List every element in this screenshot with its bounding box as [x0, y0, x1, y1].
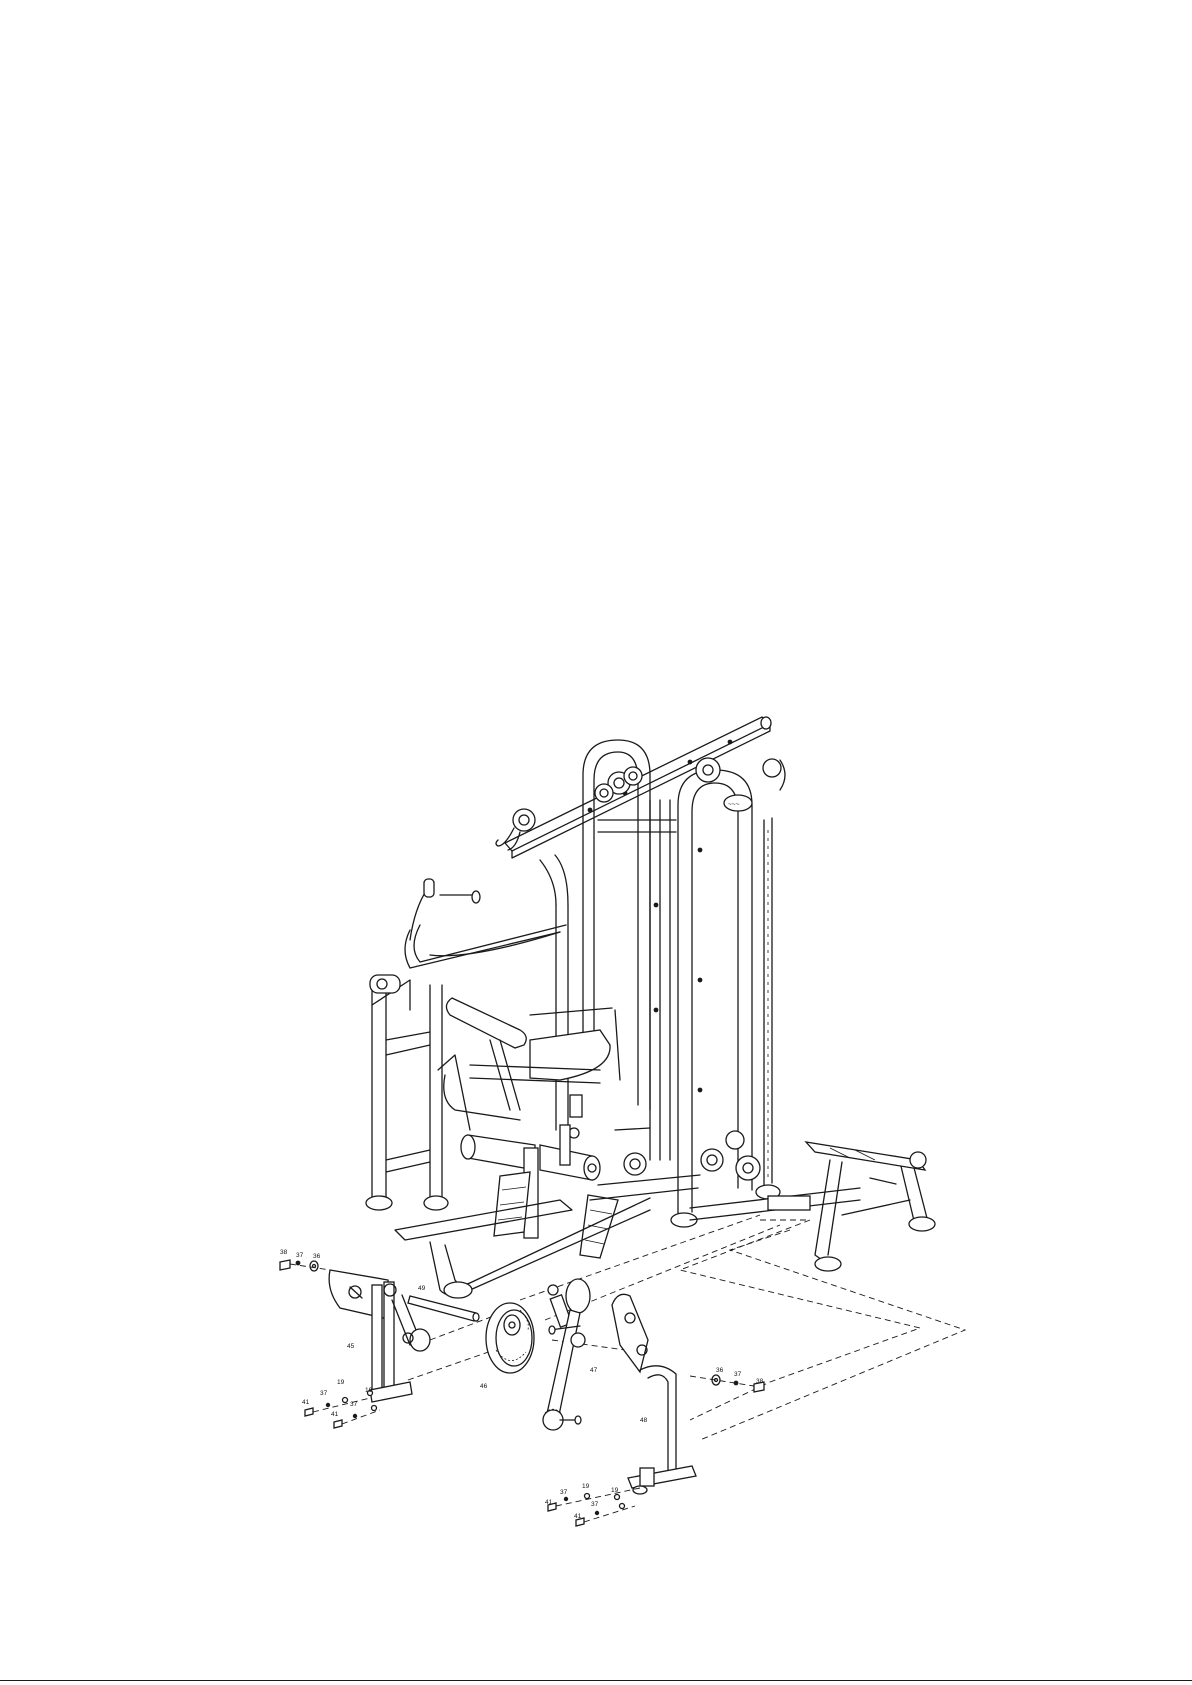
callout-41-d: 41	[574, 1513, 582, 1520]
callout-41-c: 41	[545, 1499, 553, 1506]
left-top-pulley	[496, 809, 535, 850]
callout-37-right: 37	[734, 1371, 742, 1378]
part-46-cam-disc	[486, 1303, 534, 1373]
svg-text:~~~: ~~~	[728, 801, 740, 808]
seat-assembly	[438, 998, 620, 1130]
machine-assembly: ~~~	[366, 717, 935, 1298]
callout-38-right: 38	[756, 1378, 764, 1385]
leg-rollers	[461, 1125, 600, 1238]
callout-37-f: 37	[591, 1501, 599, 1508]
callout-37-d: 37	[350, 1401, 358, 1408]
front-arch-frame: ~~~	[598, 758, 785, 1215]
callout-46: 46	[480, 1383, 488, 1390]
callout-19-d: 19	[611, 1487, 619, 1494]
part-45-bracket-frame	[329, 1270, 430, 1402]
callout-49: 49	[418, 1285, 426, 1292]
callout-37-left: 37	[296, 1252, 304, 1259]
part-49-shaft	[408, 1296, 479, 1321]
callout-36-left: 36	[313, 1253, 321, 1260]
callout-48: 48	[640, 1417, 648, 1424]
callout-37-e: 37	[560, 1489, 568, 1496]
footer-rule	[0, 1680, 1192, 1681]
callout-38-left: 38	[280, 1249, 288, 1256]
callout-19-b: 19	[365, 1387, 373, 1394]
callout-41-b: 41	[331, 1411, 339, 1418]
callout-45: 45	[347, 1343, 355, 1350]
callout-36-right: 36	[716, 1367, 724, 1374]
hardware-group-left-bottom	[305, 1391, 380, 1429]
part-47-lever-arm	[543, 1279, 590, 1430]
callout-19-c: 19	[582, 1483, 590, 1490]
hardware-group-left-top	[280, 1260, 330, 1271]
part-48-bracket-frame	[612, 1294, 696, 1494]
callout-47: 47	[590, 1367, 598, 1374]
rear-right-base	[690, 1142, 935, 1271]
hardware-group-right	[690, 1375, 764, 1392]
callout-19-a: 19	[337, 1379, 345, 1386]
central-post	[540, 855, 582, 1138]
callout-37-c: 37	[320, 1390, 328, 1397]
callout-41-a: 41	[302, 1399, 310, 1406]
